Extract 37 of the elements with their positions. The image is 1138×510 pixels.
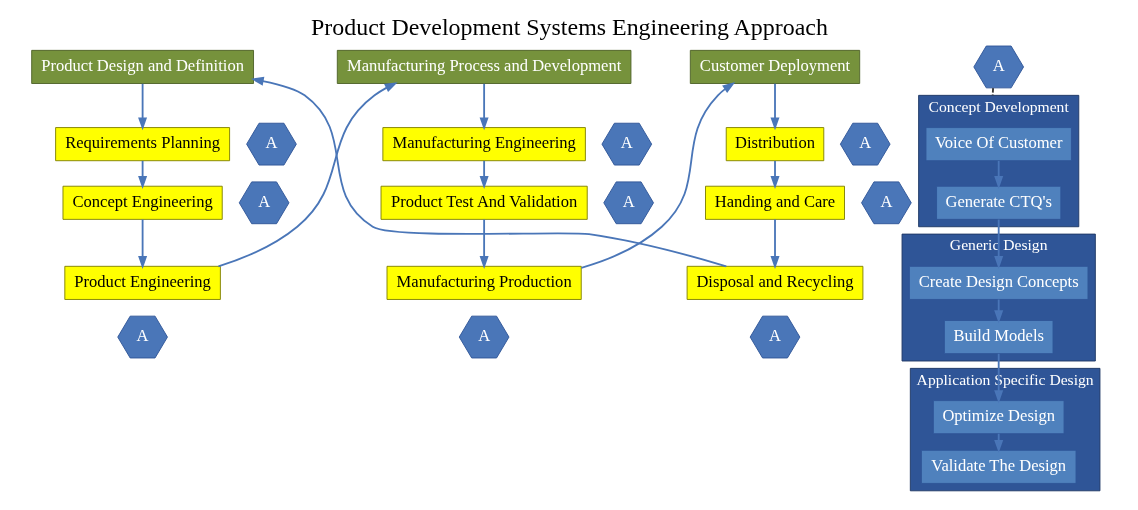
connector (991, 87, 994, 97)
node-box: Build Models (943, 320, 1053, 355)
node-box: Product Design and Definition (30, 49, 254, 84)
arrow (770, 159, 780, 189)
arrow (993, 298, 1003, 324)
node-box: Product Engineering (63, 265, 221, 300)
arrow (217, 82, 398, 268)
node-box: Generate CTQ's (935, 185, 1061, 220)
arrow (993, 159, 1003, 189)
arrow (993, 352, 1003, 404)
arrow (137, 82, 147, 131)
arrow (479, 82, 489, 131)
arrow (137, 218, 147, 269)
node-box: Concept Engineering (62, 185, 223, 220)
arrow (993, 432, 1003, 453)
node-box: Product Test And Validation (380, 185, 588, 220)
node-box: Voice Of Customer (925, 127, 1072, 162)
node-box: Disposal and Recycling (686, 265, 863, 300)
arrow (770, 82, 780, 131)
node-box: Create Design Concepts (908, 265, 1088, 300)
node-box: Manufacturing Engineering (381, 127, 586, 162)
node-box: Customer Deployment (689, 49, 860, 84)
node-box: Validate The Design (920, 449, 1076, 484)
arrow (479, 218, 489, 269)
diagram-title: Product Development Systems Engineering Approach (310, 13, 828, 40)
arrow (479, 159, 489, 189)
arrow (137, 159, 147, 189)
node-box: Manufacturing Process and Development (336, 49, 631, 84)
arrow (993, 218, 1003, 269)
arrow (579, 82, 735, 269)
node-box: Optimize Design (932, 400, 1064, 435)
node-box: Requirements Planning (54, 127, 230, 162)
arrow (250, 76, 727, 268)
node-box: Handing and Care (704, 185, 845, 220)
node-box: Manufacturing Production (386, 265, 582, 300)
arrow (770, 218, 780, 269)
node-box: Distribution (725, 127, 824, 162)
